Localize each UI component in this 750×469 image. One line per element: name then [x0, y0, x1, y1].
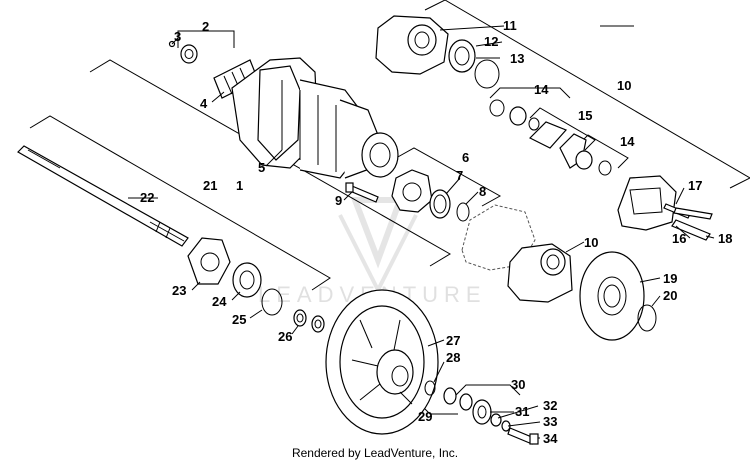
callout-1: 1	[236, 178, 243, 193]
callout-25: 25	[232, 312, 246, 327]
callout-16: 16	[672, 231, 686, 246]
callout-numbers: 1 2 3 4 5 6 7 8 9 10 10 11 12 13 14 14 1…	[140, 18, 732, 446]
callout-29: 29	[418, 409, 432, 424]
callout-4: 4	[200, 96, 208, 111]
callout-18: 18	[718, 231, 732, 246]
callout-14b: 14	[620, 134, 635, 149]
callout-30: 30	[511, 377, 525, 392]
callout-15: 15	[578, 108, 592, 123]
callout-5: 5	[258, 160, 265, 175]
callout-22: 22	[140, 190, 154, 205]
callout-21: 21	[203, 178, 217, 193]
callout-17: 17	[688, 178, 702, 193]
callout-2: 2	[202, 19, 209, 34]
callout-3: 3	[174, 29, 181, 44]
callout-28: 28	[446, 350, 460, 365]
part-bearing-7	[429, 189, 451, 219]
callout-32: 32	[543, 398, 557, 413]
callout-33: 33	[543, 414, 557, 429]
part-snap-ring-8	[456, 202, 470, 222]
callout-19: 19	[663, 271, 677, 286]
callout-10a: 10	[617, 78, 631, 93]
part-jackshaft	[17, 145, 189, 247]
part-bolt-9	[345, 182, 379, 203]
callout-10b: 10	[584, 235, 598, 250]
callout-6: 6	[462, 150, 469, 165]
part-spacer-upper	[489, 99, 540, 131]
callout-23: 23	[172, 283, 186, 298]
callout-14a: 14	[534, 82, 549, 97]
part-brake-disc	[579, 251, 645, 341]
part-gearcase	[231, 57, 399, 179]
callout-13: 13	[510, 51, 524, 66]
part-flange	[187, 237, 231, 285]
leader-lines	[128, 25, 715, 439]
part-washers-26	[293, 309, 325, 333]
part-seal	[168, 40, 198, 64]
callout-12: 12	[484, 34, 498, 49]
footer-credit: Rendered by LeadVenture, Inc.	[291, 446, 459, 460]
callout-27: 27	[446, 333, 460, 348]
callout-31: 31	[515, 404, 529, 419]
part-o-ring-25	[261, 288, 283, 316]
part-bolt-34	[490, 413, 539, 445]
part-bearing-housing-upper	[375, 15, 449, 75]
part-caliper	[617, 175, 677, 231]
part-bearing-24	[232, 262, 262, 298]
part-o-ring-13	[474, 59, 500, 89]
watermark-logo	[338, 197, 418, 295]
callout-24: 24	[212, 294, 227, 309]
part-plate	[391, 169, 433, 213]
part-spacer-lower	[575, 150, 612, 176]
callout-9: 9	[335, 193, 342, 208]
callout-34: 34	[543, 431, 558, 446]
callout-20: 20	[663, 288, 677, 303]
part-bearing-housing-lower	[507, 243, 573, 303]
part-snap-ring-20	[637, 304, 657, 332]
callout-7: 7	[456, 168, 463, 183]
part-bushing-31	[472, 399, 492, 425]
part-spacers-28-29	[424, 380, 473, 411]
part-bearing-12	[448, 39, 476, 73]
part-gasket	[461, 204, 536, 271]
part-driven-clutch	[325, 289, 439, 435]
callout-11: 11	[503, 18, 517, 33]
callout-26: 26	[278, 329, 292, 344]
part-bolts-17-18	[663, 203, 713, 241]
callout-8: 8	[479, 184, 486, 199]
